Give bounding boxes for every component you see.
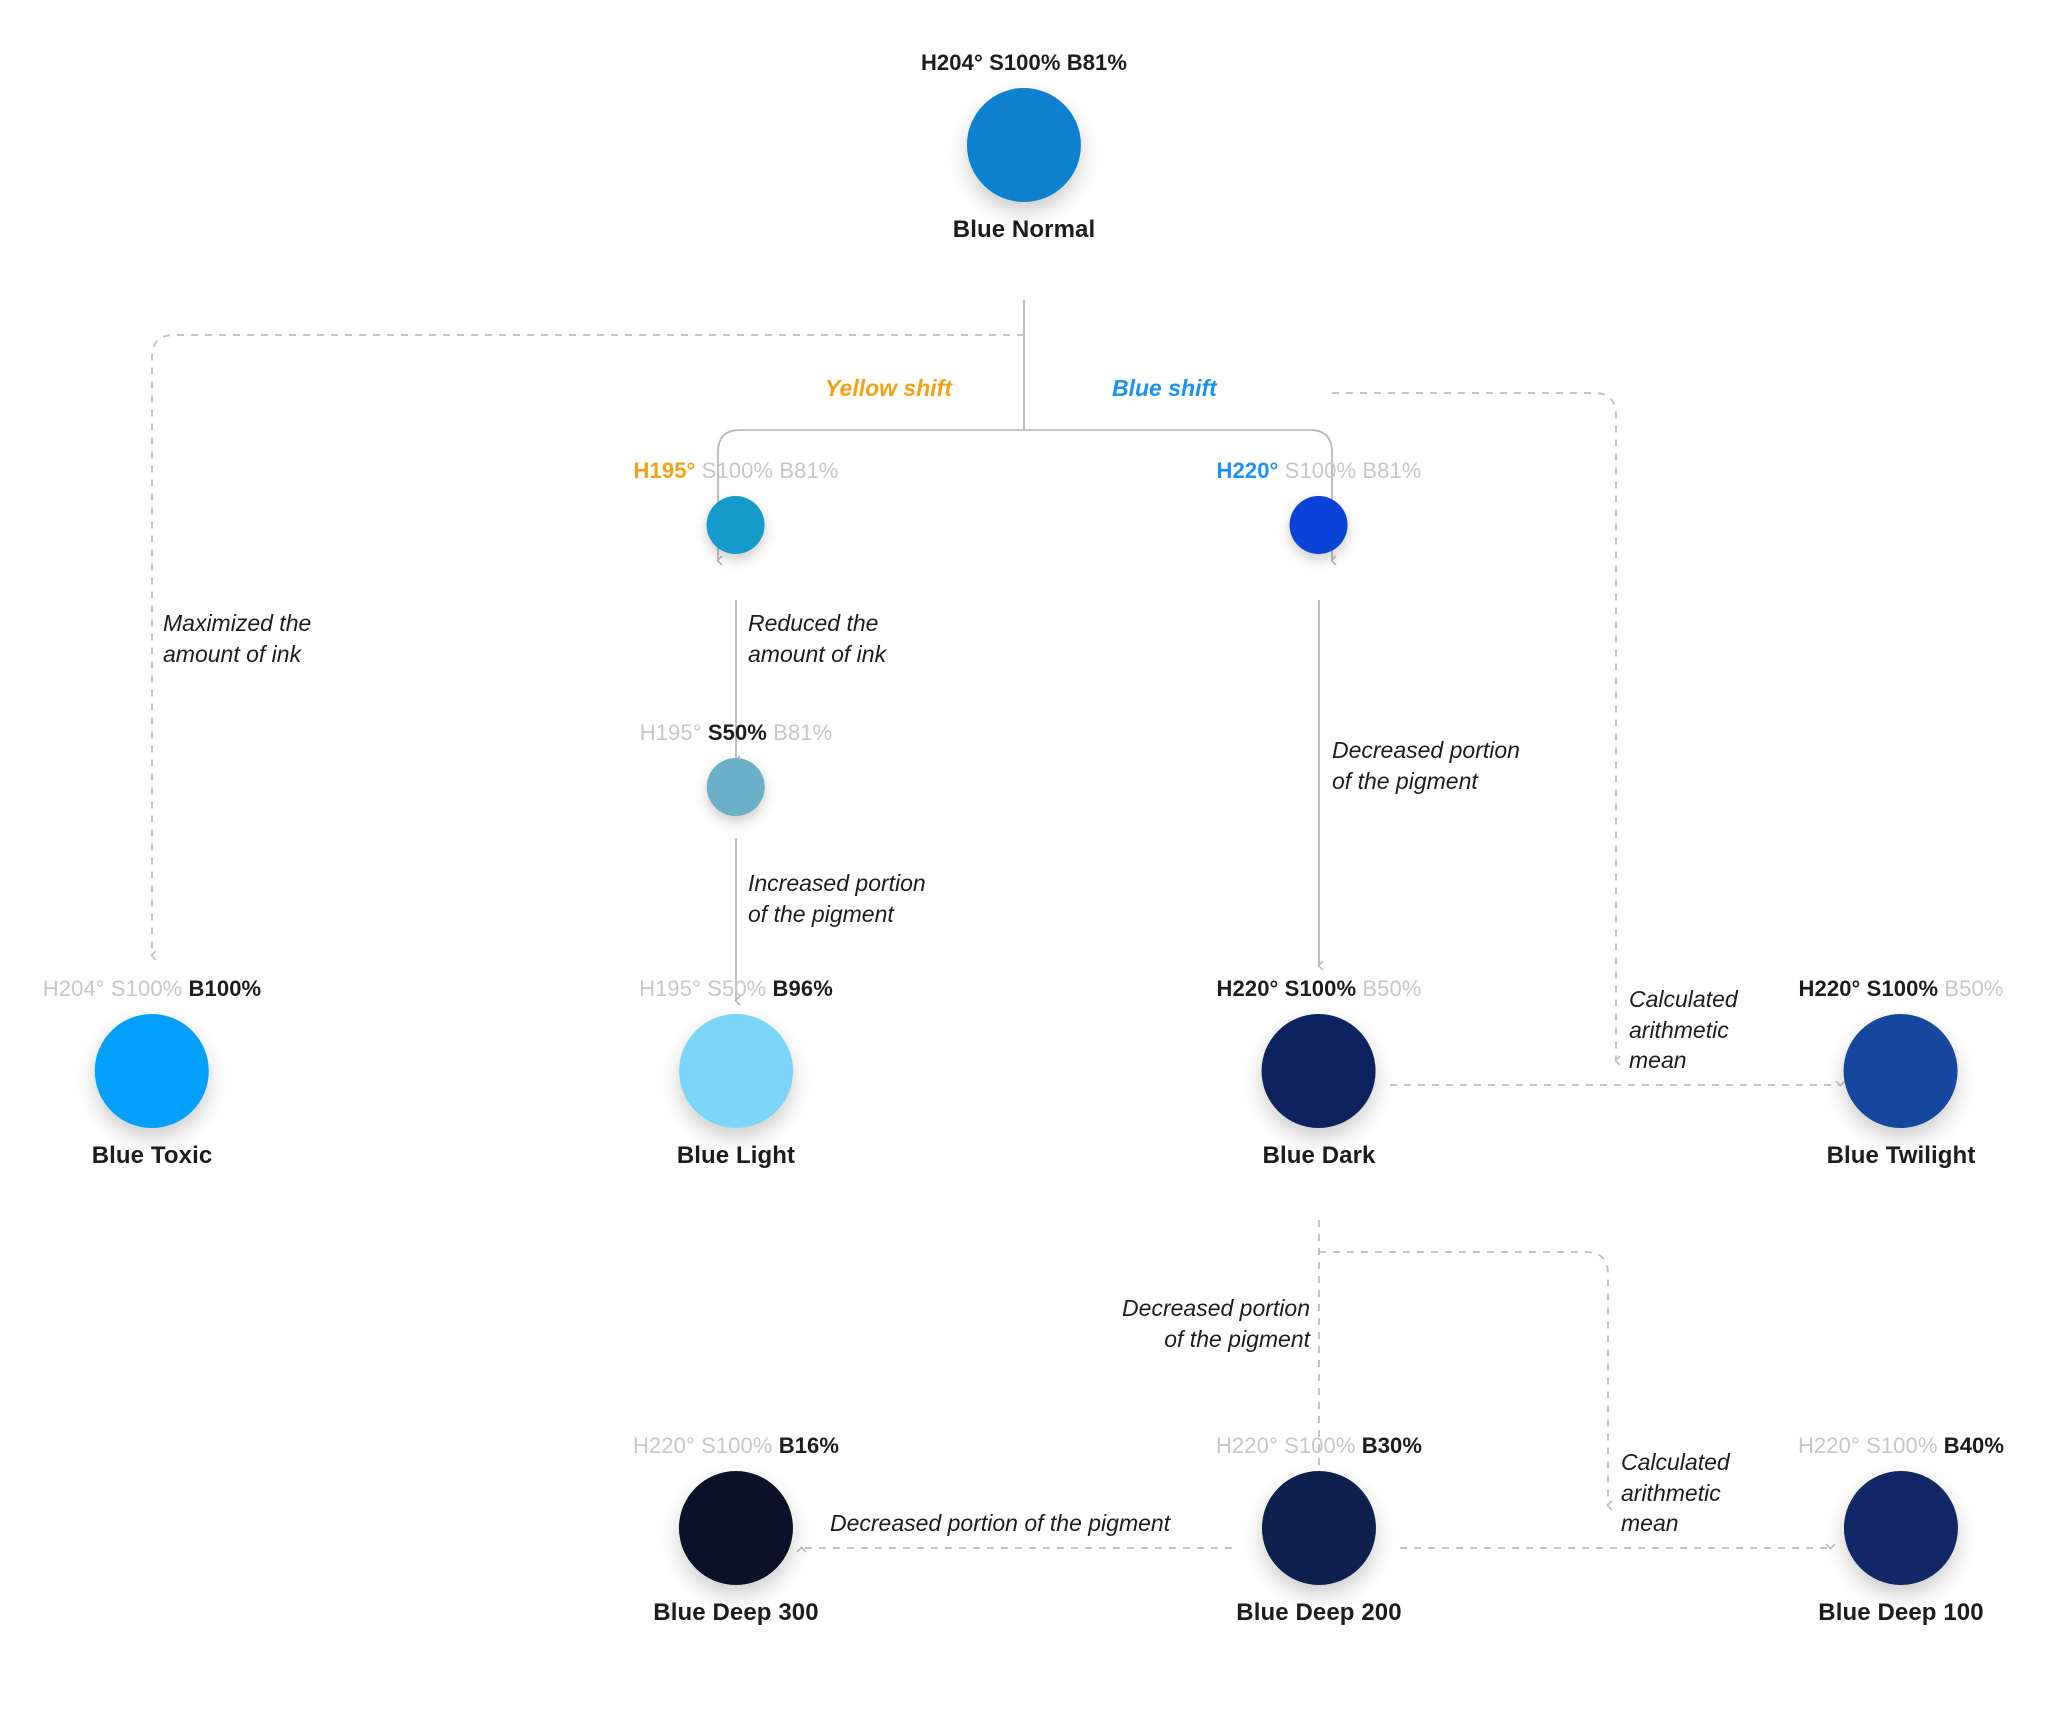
swatch-wrap: [1799, 1014, 2004, 1128]
edge-label-maximized-ink: Maximized the amount of ink: [163, 610, 312, 667]
node-spec: H204° S100% B81%: [920, 50, 1128, 75]
swatch-wrap: [1216, 1471, 1422, 1585]
swatch-wrap: [43, 1014, 261, 1128]
node-blue-normal[interactable]: H204° S100% B81% Blue Normal: [921, 52, 1127, 242]
node-spec: H220° S100% B81%: [1216, 458, 1422, 483]
color-swatch[interactable]: [678, 1471, 793, 1585]
edge-label-decreased-pigment-deep200: Decreased portion of the pigment: [1122, 1295, 1310, 1352]
swatch-wrap: [921, 88, 1127, 202]
node-title: Blue Light: [676, 1142, 796, 1169]
swatch-wrap: [1217, 1014, 1422, 1128]
node-blue-deep-300[interactable]: H220° S100% B16% Blue Deep 300: [633, 1435, 839, 1625]
color-swatch[interactable]: [966, 88, 1081, 202]
edge-label-yellow-shift: Yellow shift: [825, 375, 952, 401]
node-blue-deep-100[interactable]: H220° S100% B40% Blue Deep 100: [1798, 1435, 2004, 1625]
color-swatch[interactable]: [1261, 1014, 1376, 1128]
node-title: Blue Toxic: [91, 1142, 213, 1169]
color-swatch[interactable]: [1843, 1471, 1958, 1585]
node-spec: H220° S100% B50%: [1798, 976, 2004, 1001]
color-swatch[interactable]: [95, 1014, 209, 1128]
swatch-wrap: [634, 496, 839, 554]
swatch-wrap: [640, 758, 833, 816]
node-spec: H220° S100% B40%: [1797, 1433, 2005, 1458]
node-title: Blue Deep 300: [653, 1599, 819, 1626]
node-title: Blue Normal: [952, 216, 1096, 243]
node-spec: H220° S100% B30%: [1215, 1433, 1423, 1458]
node-spec: H220° S100% B16%: [632, 1433, 840, 1458]
edge-label-blue-shift: Blue shift: [1112, 375, 1217, 401]
color-swatch[interactable]: [1843, 1014, 1958, 1128]
node-spec: H195° S100% B81%: [633, 458, 839, 483]
node-spec: H220° S100% B50%: [1216, 976, 1422, 1001]
node-title: Blue Deep 100: [1818, 1599, 1984, 1626]
color-swatch[interactable]: [1261, 1471, 1376, 1585]
edge-label-decreased-pigment-deep300: Decreased portion of the pigment: [830, 1510, 1171, 1536]
swatch-wrap: [1217, 496, 1422, 554]
node-title: Blue Dark: [1262, 1142, 1376, 1169]
node-title: Blue Deep 200: [1236, 1599, 1402, 1626]
node-h220-s100[interactable]: H220° S100% B81%: [1217, 460, 1422, 554]
color-swatch[interactable]: [1289, 496, 1348, 554]
node-blue-toxic[interactable]: H204° S100% B100% Blue Toxic: [43, 978, 261, 1168]
edge-label-decreased-pigment-dark: Decreased portion of the pigment: [1332, 737, 1520, 794]
color-swatch[interactable]: [706, 496, 765, 554]
node-blue-light[interactable]: H195° S50% B96% Blue Light: [639, 978, 833, 1168]
node-title: Blue Twilight: [1826, 1142, 1976, 1169]
edge-label-calculated-mean-deep100: Calculated arithmetic mean: [1621, 1449, 1730, 1537]
color-swatch[interactable]: [707, 758, 765, 816]
swatch-wrap: [639, 1014, 833, 1128]
edge-label-reduced-ink: Reduced the amount of ink: [748, 610, 887, 667]
node-blue-deep-200[interactable]: H220° S100% B30% Blue Deep 200: [1216, 1435, 1422, 1625]
color-swatch[interactable]: [679, 1014, 793, 1128]
node-spec: H195° S50% B81%: [639, 720, 833, 745]
edge-label-calculated-mean-twilight: Calculated arithmetic mean: [1629, 986, 1738, 1074]
node-h195-s100[interactable]: H195° S100% B81%: [634, 460, 839, 554]
node-blue-dark[interactable]: H220° S100% B50% Blue Dark: [1217, 978, 1422, 1168]
swatch-wrap: [633, 1471, 839, 1585]
node-spec: H195° S50% B96%: [639, 976, 833, 1001]
node-spec: H204° S100% B100%: [42, 976, 262, 1001]
edge-label-increased-pigment: Increased portion of the pigment: [748, 870, 926, 927]
node-h195-s50[interactable]: H195° S50% B81%: [640, 722, 833, 816]
node-blue-twilight[interactable]: H220° S100% B50% Blue Twilight: [1799, 978, 2004, 1168]
swatch-wrap: [1798, 1471, 2004, 1585]
